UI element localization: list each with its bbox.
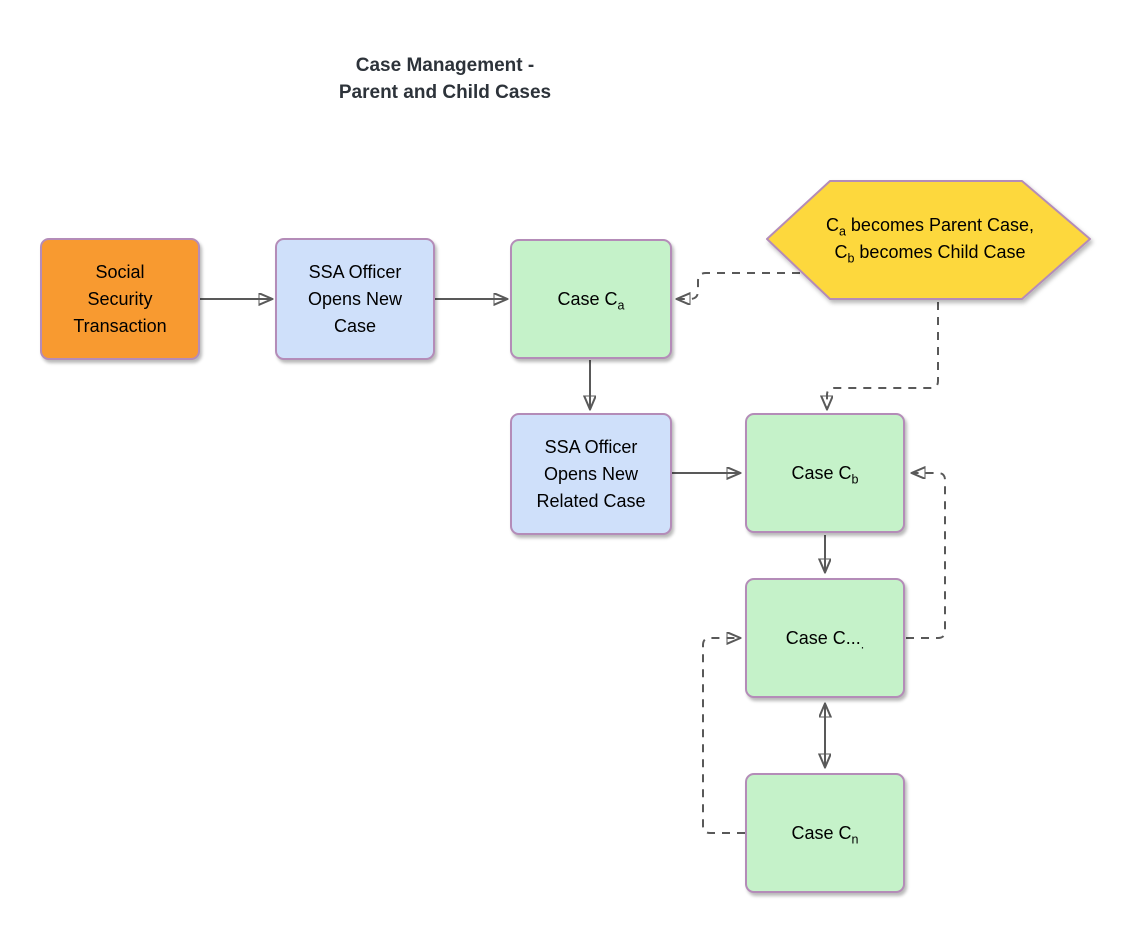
diagram-title-line1: Case Management - <box>355 55 535 76</box>
annotation-line2-subscript: b <box>847 251 855 266</box>
case-cn-text: Case C <box>791 822 852 843</box>
node-case-cdots-label: Case C.... <box>762 625 889 652</box>
case-ca-subscript: a <box>617 298 625 313</box>
annotation-line2-pre: C <box>834 242 848 262</box>
node-social-security-transaction: Social Security Transaction <box>40 238 200 360</box>
case-cn-subscript: n <box>851 832 859 847</box>
annotation-hexagon-shape <box>766 180 1091 300</box>
case-cdots-subscript: . <box>860 637 865 652</box>
node-social-security-transaction-label: Social Security Transaction <box>73 261 167 336</box>
diagram-title-line2: Parent and Child Cases <box>338 82 552 103</box>
case-ca-text: Case C <box>557 288 618 309</box>
annotation-line1: Ca becomes Parent Case, <box>770 212 1090 239</box>
node-case-ca-label: Case Ca <box>534 286 649 313</box>
case-cb-text: Case C <box>791 462 852 483</box>
annotation-line1-rest: becomes Parent Case, <box>845 215 1035 235</box>
annotation-line2-rest: becomes Child Case <box>854 242 1026 262</box>
node-ssa-opens-new-related-case-label: SSA Officer Opens New Related Case <box>536 436 646 511</box>
case-cdots-text: Case C... <box>785 627 861 648</box>
edge-case-cdots-to-case-cb-return <box>906 473 946 639</box>
node-ssa-opens-new-case: SSA Officer Opens New Case <box>275 238 435 360</box>
node-case-cn: Case Cn <box>745 773 905 893</box>
node-ssa-opens-new-related-case: SSA Officer Opens New Related Case <box>510 413 672 535</box>
annotation-line2: Cb becomes Child Case <box>770 239 1090 266</box>
edge-annotation-to-case-cb <box>827 302 939 409</box>
node-case-cb-label: Case Cb <box>768 460 883 487</box>
annotation-hexagon <box>766 180 1091 300</box>
case-cb-subscript: b <box>851 472 859 487</box>
node-case-cb: Case Cb <box>745 413 905 533</box>
annotation-hexagon-label: Ca becomes Parent Case, Cb becomes Child… <box>770 212 1090 266</box>
node-case-ca: Case Ca <box>510 239 672 359</box>
node-case-cn-label: Case Cn <box>768 820 883 847</box>
node-case-cdots: Case C.... <box>745 578 905 698</box>
annotation-line1-pre: C <box>825 215 839 235</box>
annotation-line1-subscript: a <box>838 224 846 239</box>
node-ssa-opens-new-case-label: SSA Officer Opens New Case <box>307 261 403 336</box>
diagram-title: Case Management - Parent and Child Cases <box>295 52 595 106</box>
edge-case-cn-to-case-cdots-return <box>702 638 745 834</box>
